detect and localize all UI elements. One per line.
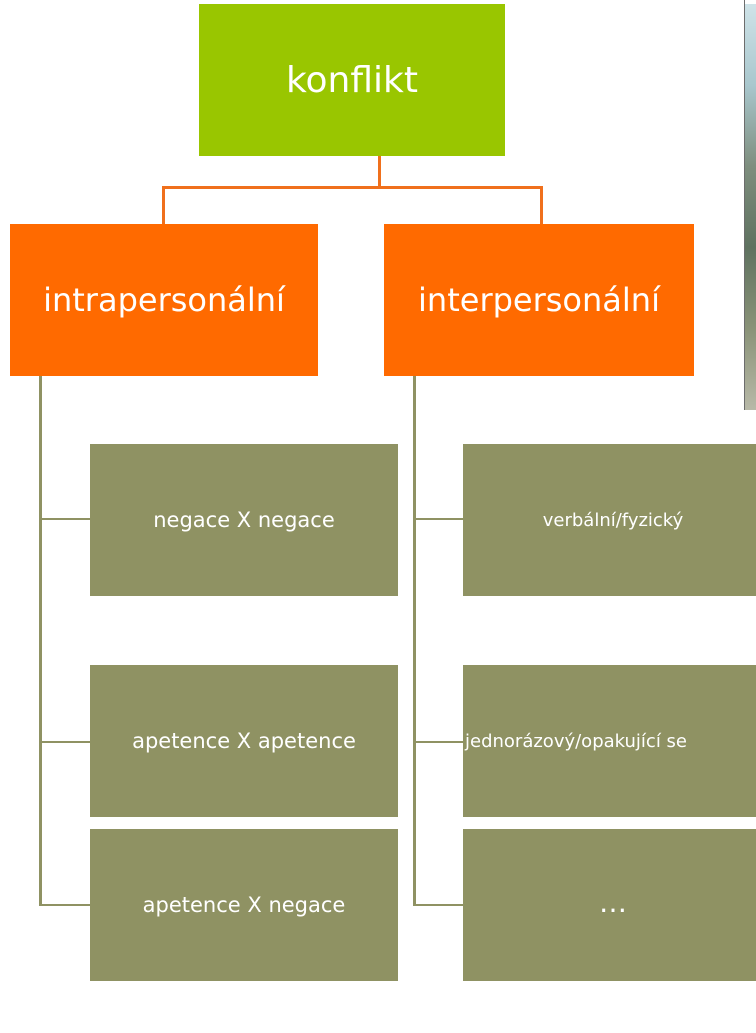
leaf-label: negace X negace [153, 508, 335, 532]
side-photo-edge [744, 0, 756, 410]
leaf-label: jednorázový/opakující se [465, 730, 688, 752]
side-photo-fragment [744, 4, 756, 410]
connector-right-drop [540, 186, 543, 224]
connector-left-branch-2 [39, 741, 90, 743]
root-node: konflikt [199, 4, 505, 156]
leaf-node: apetence X negace [90, 829, 398, 981]
category-node-interpersonal: interpersonální [384, 224, 694, 376]
leaf-label: apetence X negace [142, 893, 346, 917]
leaf-label: verbální/fyzický [542, 509, 684, 531]
connector-right-spine [413, 376, 416, 906]
category-node-intrapersonal: intrapersonální [10, 224, 318, 376]
leaf-node: jednorázový/opakující se [463, 665, 756, 817]
leaf-node: … [463, 829, 756, 981]
category-label: interpersonální [418, 281, 660, 319]
connector-root-stem [378, 156, 381, 188]
connector-right-branch-2 [413, 741, 463, 743]
leaf-node: verbální/fyzický [463, 444, 756, 596]
connector-horizontal [162, 186, 543, 189]
leaf-label: apetence X apetence [132, 729, 356, 753]
connector-left-spine [39, 376, 42, 906]
leaf-label: … [599, 885, 627, 919]
leaf-node: apetence X apetence [90, 665, 398, 817]
connector-left-drop [162, 186, 165, 224]
root-label: konflikt [285, 59, 419, 101]
leaf-node: negace X negace [90, 444, 398, 596]
connector-right-branch-1 [413, 518, 463, 520]
connector-left-branch-3 [39, 904, 90, 906]
category-label: intrapersonální [43, 281, 285, 319]
connector-left-branch-1 [39, 518, 90, 520]
connector-right-branch-3 [413, 904, 463, 906]
